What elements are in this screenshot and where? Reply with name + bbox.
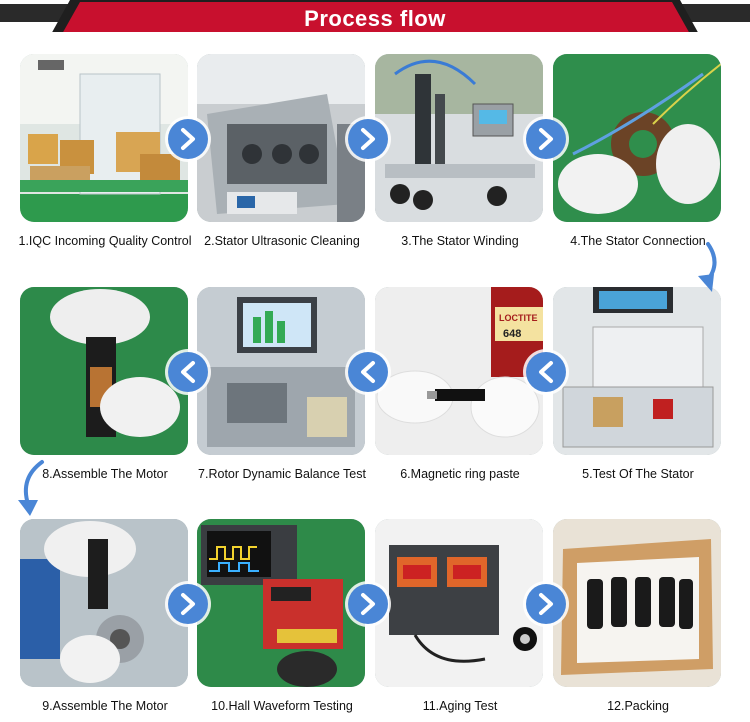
step-label: 7.Rotor Dynamic Balance Test: [198, 467, 366, 481]
step-6-magnet: LOCTITE 648 6.Magnetic ring paste: [375, 287, 545, 481]
step-9-assemble: 9.Assemble The Motor: [20, 519, 190, 713]
step-11-aging: 11.Aging Test: [375, 519, 545, 713]
loctite-brand: LOCTITE: [499, 313, 538, 323]
step-4-photo: [553, 54, 721, 222]
arrow-left-icon: [168, 352, 208, 392]
step-6-photo: LOCTITE 648: [375, 287, 543, 455]
step-label: 12.Packing: [607, 699, 669, 713]
step-7-photo: [197, 287, 365, 455]
step-3-winding: 3.The Stator Winding: [375, 54, 545, 248]
curved-arrow-down-icon: [18, 460, 44, 516]
step-label: 10.Hall Waveform Testing: [211, 699, 353, 713]
step-7-balance: 7.Rotor Dynamic Balance Test: [197, 287, 367, 481]
step-label: 2.Stator Ultrasonic Cleaning: [204, 234, 360, 248]
loctite-number: 648: [503, 328, 521, 340]
arrow-right-icon: [348, 584, 388, 624]
step-12-photo: [553, 519, 721, 687]
arrow-right-icon: [168, 584, 208, 624]
curved-arrow-down-icon: [698, 242, 717, 292]
step-label: 1.IQC Incoming Quality Control: [18, 234, 192, 248]
step-10-hall: 10.Hall Waveform Testing: [197, 519, 367, 713]
banner-shape: [0, 0, 750, 44]
step-label: 9.Assemble The Motor: [42, 699, 168, 713]
step-11-photo: [375, 519, 543, 687]
step-8-photo: [20, 287, 188, 455]
step-label: 4.The Stator Connection: [570, 234, 706, 248]
step-5-stator-test: 5.Test Of The Stator: [553, 287, 723, 481]
step-label: 8.Assemble The Motor: [42, 467, 168, 481]
step-1-iqc: 1.IQC Incoming Quality Control: [19, 54, 192, 248]
step-4-connection: 4.The Stator Connection: [553, 54, 723, 248]
arrow-left-icon: [348, 352, 388, 392]
step-2-photo: [197, 54, 365, 222]
header-banner: Process flow: [0, 0, 750, 44]
arrow-right-icon: [526, 119, 566, 159]
step-9-photo: [20, 519, 188, 687]
step-8-assemble: 8.Assemble The Motor: [20, 287, 190, 481]
step-2-cleaning: 2.Stator Ultrasonic Cleaning: [197, 54, 367, 248]
step-10-photo: [197, 519, 365, 687]
step-label: 3.The Stator Winding: [401, 234, 519, 248]
arrow-left-icon: [526, 352, 566, 392]
step-1-photo: [20, 54, 188, 222]
step-5-photo: [553, 287, 721, 455]
page-title: Process flow: [304, 6, 446, 31]
step-12-packing: 12.Packing: [553, 519, 723, 713]
arrow-right-icon: [526, 584, 566, 624]
step-3-photo: [375, 54, 543, 222]
step-label: 5.Test Of The Stator: [582, 467, 694, 481]
arrow-right-icon: [168, 119, 208, 159]
step-label: 6.Magnetic ring paste: [400, 467, 520, 481]
arrow-right-icon: [348, 119, 388, 159]
step-label: 11.Aging Test: [422, 699, 498, 713]
